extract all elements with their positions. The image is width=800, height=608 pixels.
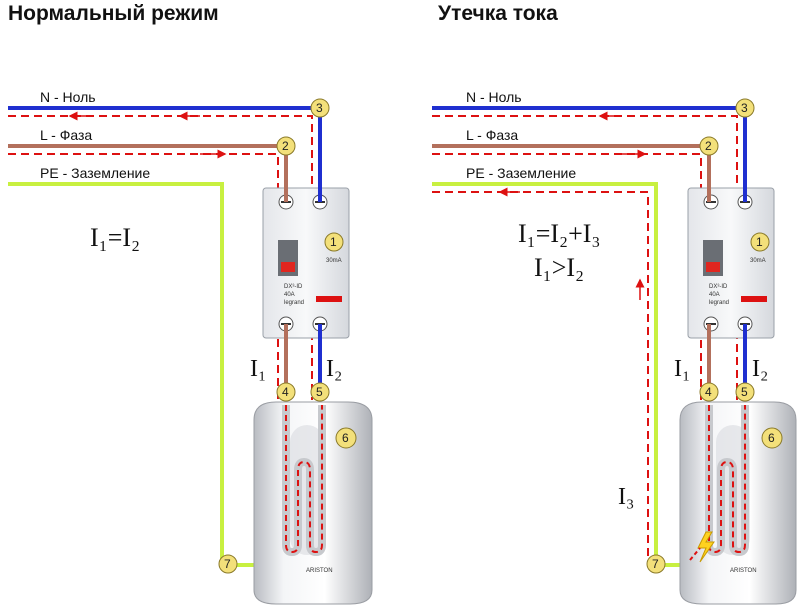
leakage-path-to-tank xyxy=(689,547,701,561)
point-7: 7 xyxy=(218,554,238,574)
phase-current-path xyxy=(8,153,279,400)
svg-text:6: 6 xyxy=(768,431,775,445)
point-3: 3 xyxy=(310,98,330,118)
ground-wire xyxy=(432,182,658,565)
current-i1: I₁ xyxy=(674,356,690,382)
point-6: 6 xyxy=(335,427,357,449)
svg-text:4: 4 xyxy=(282,385,289,399)
label-ground: PE - Заземление xyxy=(40,165,150,181)
svg-text:3: 3 xyxy=(741,101,748,115)
svg-text:7: 7 xyxy=(652,557,659,571)
rcd-rating: 30mA xyxy=(326,258,342,264)
heater-brand: ARISTON xyxy=(306,568,333,574)
point-5: 5 xyxy=(735,382,755,402)
svg-text:6: 6 xyxy=(342,431,349,445)
rcd-model: DX³-ID xyxy=(709,284,728,290)
point-4: 4 xyxy=(276,382,296,402)
current-i2: I₂ xyxy=(752,356,768,382)
neutral-current-path xyxy=(8,115,313,400)
point-5: 5 xyxy=(310,382,330,402)
svg-text:5: 5 xyxy=(316,385,323,399)
label-phase: L - Фаза xyxy=(40,127,92,143)
point-7: 7 xyxy=(646,554,666,574)
title-normal-mode: Нормальный режим xyxy=(8,2,219,25)
point-3: 3 xyxy=(735,98,755,118)
label-neutral: N - Ноль xyxy=(40,89,96,105)
point-4: 4 xyxy=(699,382,719,402)
water-heater: ARISTON xyxy=(253,401,373,605)
ground-wire xyxy=(8,182,224,565)
label-neutral: N - Ноль xyxy=(466,89,522,105)
point-1: 1 xyxy=(324,232,344,252)
rcd-current: 40A xyxy=(284,292,295,298)
current-i1: I₁ xyxy=(250,356,266,382)
rcd-current: 40A xyxy=(709,292,720,298)
heater-brand: ARISTON xyxy=(730,568,757,574)
current-i2: I₂ xyxy=(326,356,342,382)
point-6: 6 xyxy=(761,427,783,449)
svg-text:7: 7 xyxy=(224,557,231,571)
current-i3: I₃ xyxy=(618,484,634,510)
rcd-device: 30mA DX³-ID 40A legrand xyxy=(687,187,775,339)
label-phase: L - Фаза xyxy=(466,127,518,143)
svg-text:5: 5 xyxy=(741,385,748,399)
svg-text:1: 1 xyxy=(330,235,337,249)
rcd-brand: legrand xyxy=(709,300,729,306)
svg-text:4: 4 xyxy=(705,385,712,399)
title-leakage: Утечка тока xyxy=(438,2,558,25)
svg-text:2: 2 xyxy=(705,139,712,153)
panel-leakage: N - Ноль L - Фаза PE - Заземление I₁=I₂+… xyxy=(432,89,797,605)
panel-normal: N - Ноль L - Фаза PE - Заземление I₁=I₂ … xyxy=(8,89,373,605)
rcd-rating: 30mA xyxy=(750,258,766,264)
water-heater: ARISTON xyxy=(679,401,797,605)
equation-leakage: I₁=I₂+I₃ xyxy=(518,219,601,248)
point-2: 2 xyxy=(699,136,719,156)
rcd-brand: legrand xyxy=(284,300,304,306)
svg-text:1: 1 xyxy=(756,235,763,249)
svg-text:2: 2 xyxy=(282,139,289,153)
equation-balance: I₁=I₂ xyxy=(90,223,140,252)
point-2: 2 xyxy=(276,136,296,156)
label-ground: PE - Заземление xyxy=(466,165,576,181)
svg-text:3: 3 xyxy=(316,101,323,115)
equation-inequality: I₁>I₂ xyxy=(534,253,584,282)
point-1: 1 xyxy=(750,232,770,252)
rcd-device: 30mA DX³-ID 40A legrand xyxy=(262,187,350,339)
rcd-model: DX³-ID xyxy=(284,284,303,290)
